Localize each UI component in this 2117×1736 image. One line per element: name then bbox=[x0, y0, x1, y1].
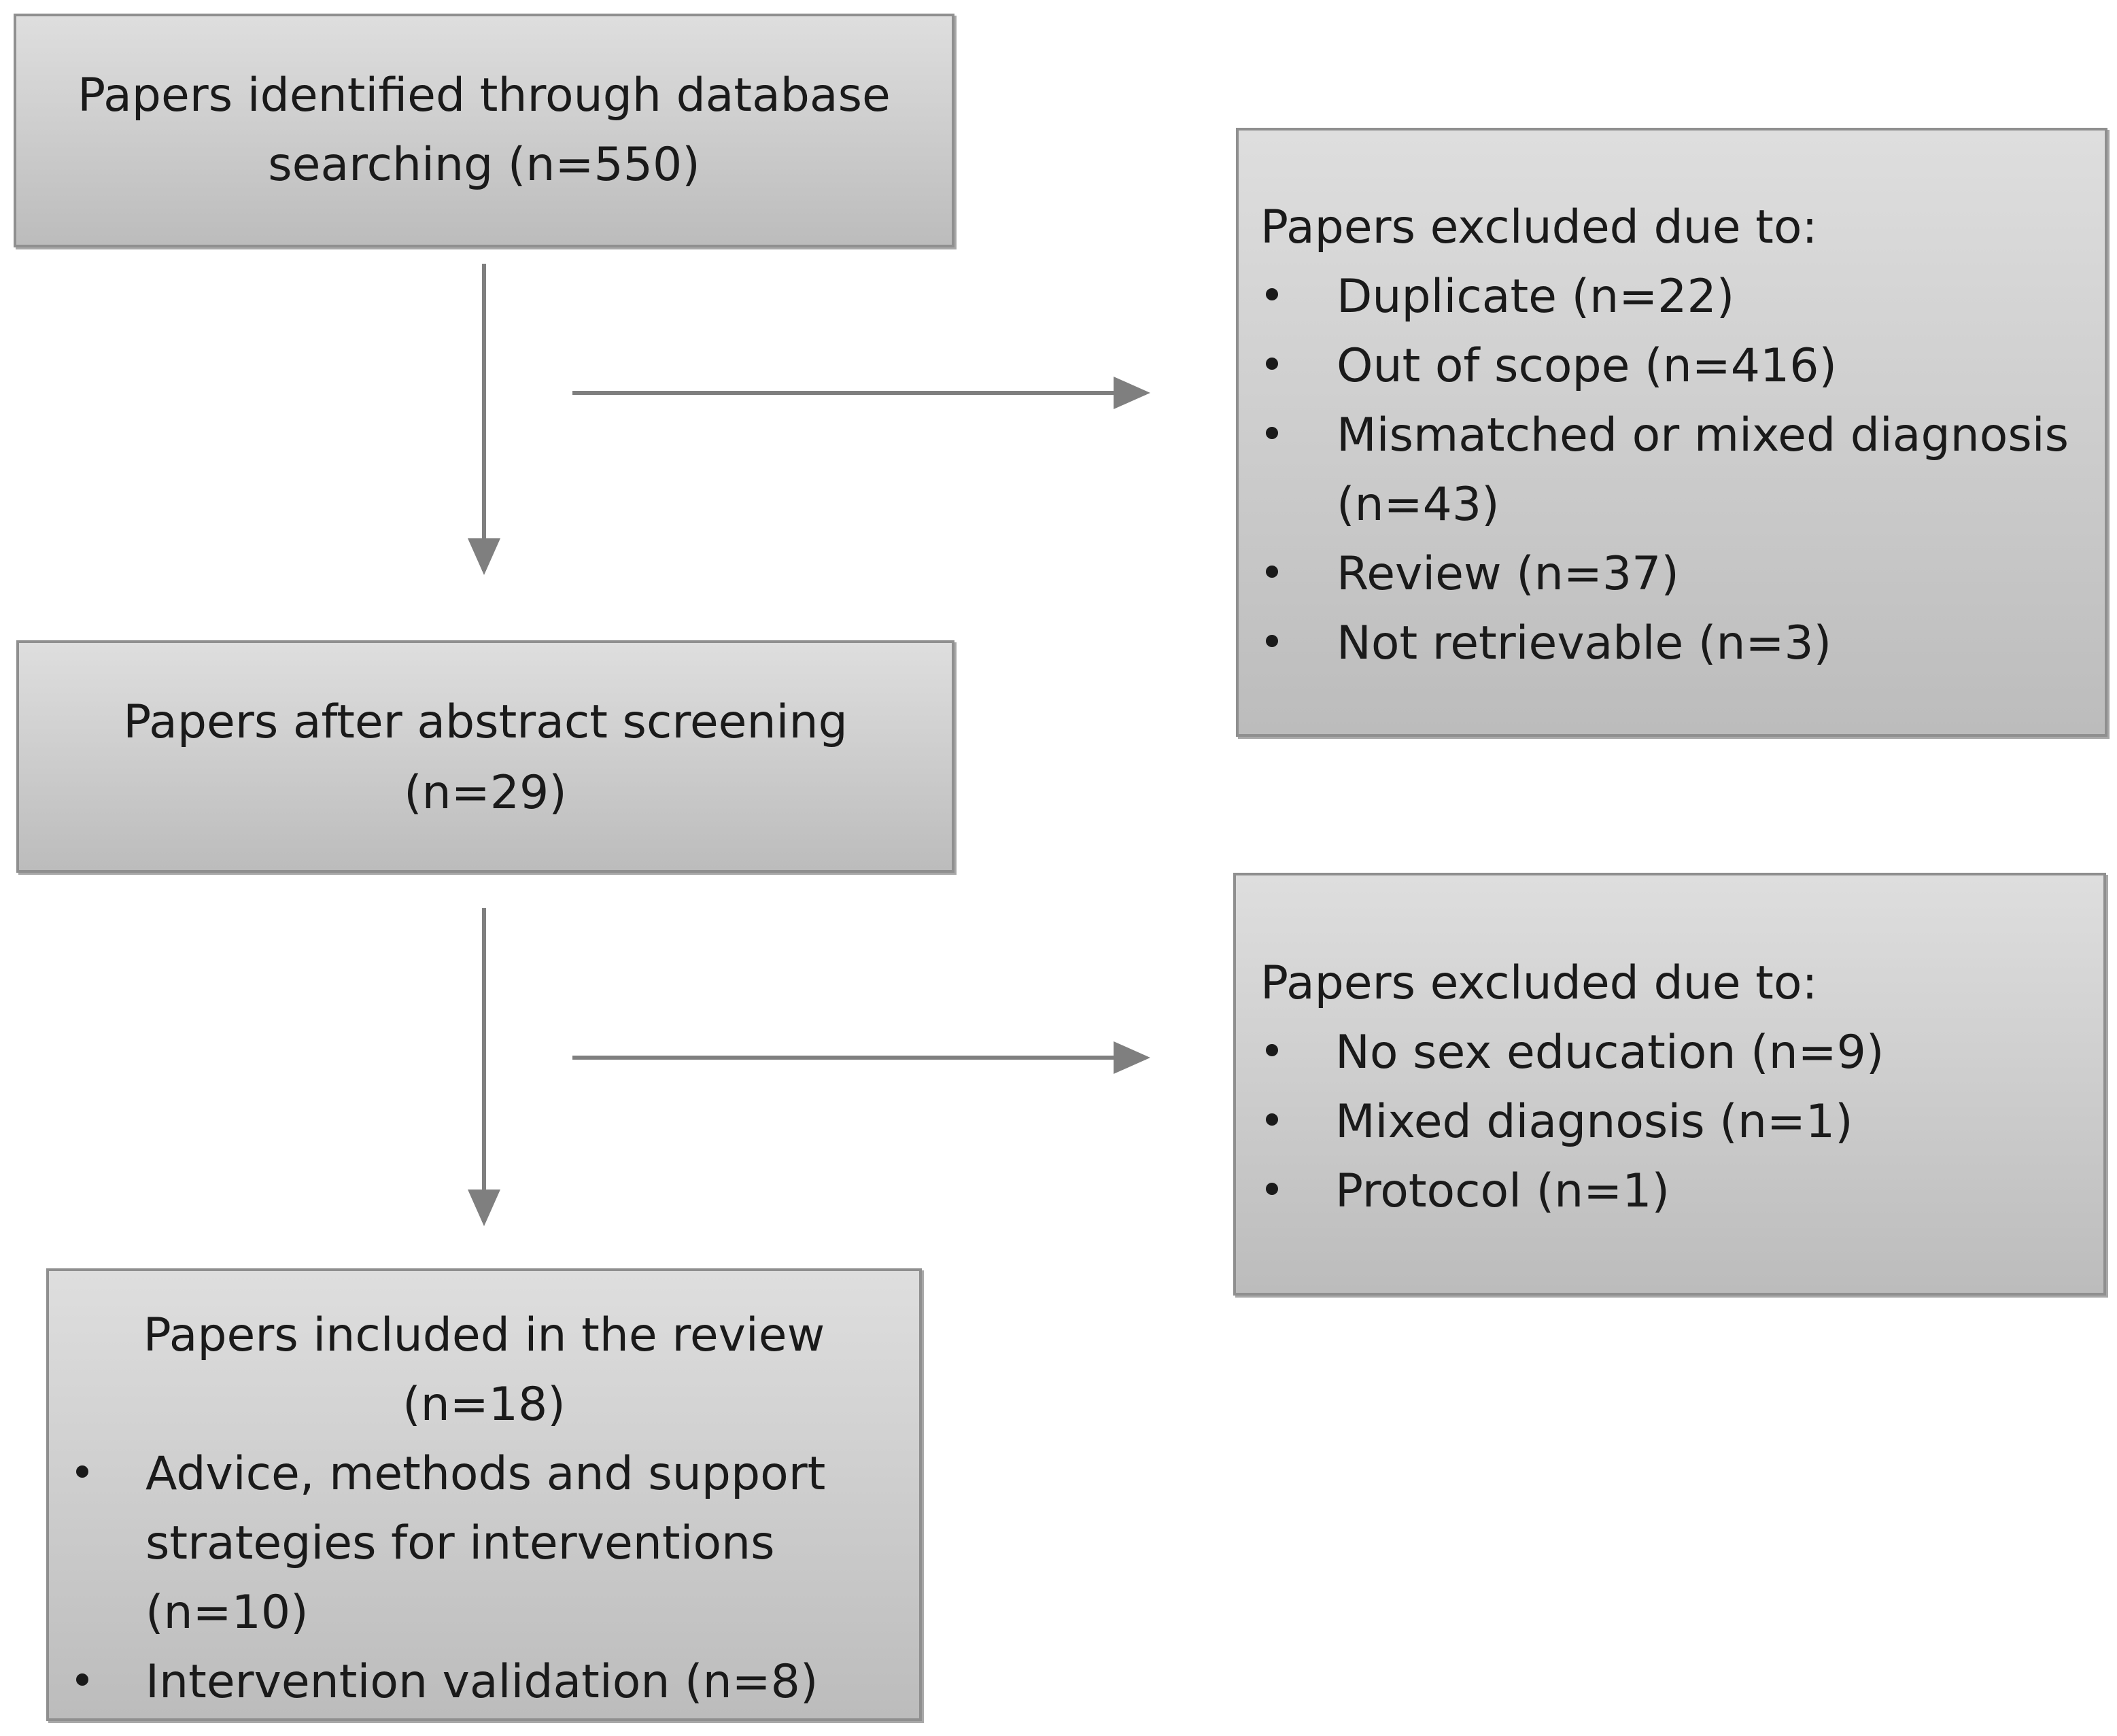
excluded-second-box: Papers excluded due to: No sex education… bbox=[1233, 873, 2106, 1296]
excluded-first-item-duplicate: Duplicate (n=22) bbox=[1239, 262, 2069, 332]
excluded-first-box: Papers excluded due to: Duplicate (n=22)… bbox=[1236, 128, 2107, 737]
excluded-first-item-review: Review (n=37) bbox=[1239, 540, 2069, 609]
included-item-validation-line-1: Intervention validation (n=8) bbox=[145, 1655, 819, 1709]
screened-line-2: (n=29) bbox=[404, 766, 567, 820]
included-item-advice-line-1: Advice, methods and support bbox=[145, 1447, 826, 1501]
excluded-second-item-protocol: Protocol (n=1) bbox=[1236, 1157, 1884, 1226]
screened-line-1: Papers after abstract screening bbox=[123, 695, 848, 749]
screened-box: Papers after abstract screening (n=29) bbox=[16, 640, 954, 873]
excluded-first-item-mismatched: Mismatched or mixed diagnosis (n=43) bbox=[1239, 401, 2069, 540]
excluded-first-list: Duplicate (n=22) Out of scope (n=416) Mi… bbox=[1239, 262, 2069, 678]
excluded-first-item-review-line-1: Review (n=37) bbox=[1337, 547, 1679, 601]
bullet-icon bbox=[76, 1465, 88, 1478]
excluded-second-heading: Papers excluded due to: bbox=[1260, 956, 1818, 1010]
bullet-icon bbox=[1266, 1183, 1278, 1195]
bullet-icon bbox=[1266, 566, 1278, 578]
excluded-second-item-mixed-diagnosis-line-1: Mixed diagnosis (n=1) bbox=[1335, 1095, 1853, 1149]
included-line-1: Papers included in the review bbox=[143, 1308, 825, 1362]
included-item-advice-line-3: (n=10) bbox=[145, 1586, 309, 1639]
excluded-second-item-no-sex-education-line-1: No sex education (n=9) bbox=[1335, 1026, 1884, 1079]
bullet-icon bbox=[1266, 427, 1278, 439]
excluded-second-item-no-sex-education: No sex education (n=9) bbox=[1236, 1018, 1884, 1088]
excluded-first-item-not-retrievable-line-1: Not retrievable (n=3) bbox=[1337, 617, 1832, 670]
included-categories-list: Advice, methods and support strategies f… bbox=[49, 1440, 825, 1717]
bullet-icon bbox=[1266, 1113, 1278, 1126]
excluded-first-item-mismatched-line-1: Mismatched or mixed diagnosis bbox=[1337, 409, 2069, 462]
excluded-first-item-out-of-scope-line-1: Out of scope (n=416) bbox=[1337, 339, 1838, 393]
included-item-validation: Intervention validation (n=8) bbox=[49, 1648, 825, 1717]
identified-line-2: searching (n=550) bbox=[268, 138, 700, 192]
bullet-icon bbox=[1266, 288, 1278, 300]
excluded-first-heading: Papers excluded due to: bbox=[1260, 201, 1818, 254]
included-item-advice-line-2: strategies for interventions bbox=[145, 1516, 775, 1570]
excluded-second-list: No sex education (n=9) Mixed diagnosis (… bbox=[1236, 1018, 1884, 1226]
identified-line-1: Papers identified through database bbox=[78, 69, 891, 122]
excluded-first-item-duplicate-line-1: Duplicate (n=22) bbox=[1337, 270, 1735, 324]
included-box: Papers included in the review (n=18) Adv… bbox=[46, 1268, 922, 1721]
bullet-icon bbox=[1266, 358, 1278, 370]
excluded-first-item-out-of-scope: Out of scope (n=416) bbox=[1239, 332, 2069, 401]
included-line-2: (n=18) bbox=[402, 1378, 566, 1431]
excluded-first-item-mismatched-line-2: (n=43) bbox=[1337, 478, 1500, 532]
excluded-first-item-not-retrievable: Not retrievable (n=3) bbox=[1239, 609, 2069, 678]
bullet-icon bbox=[1266, 1044, 1278, 1056]
included-item-advice: Advice, methods and support strategies f… bbox=[49, 1440, 825, 1648]
excluded-second-item-protocol-line-1: Protocol (n=1) bbox=[1335, 1164, 1670, 1218]
bullet-icon bbox=[1266, 635, 1278, 647]
identified-box: Papers identified through database searc… bbox=[14, 14, 954, 247]
bullet-icon bbox=[76, 1673, 88, 1686]
excluded-second-item-mixed-diagnosis: Mixed diagnosis (n=1) bbox=[1236, 1088, 1884, 1157]
